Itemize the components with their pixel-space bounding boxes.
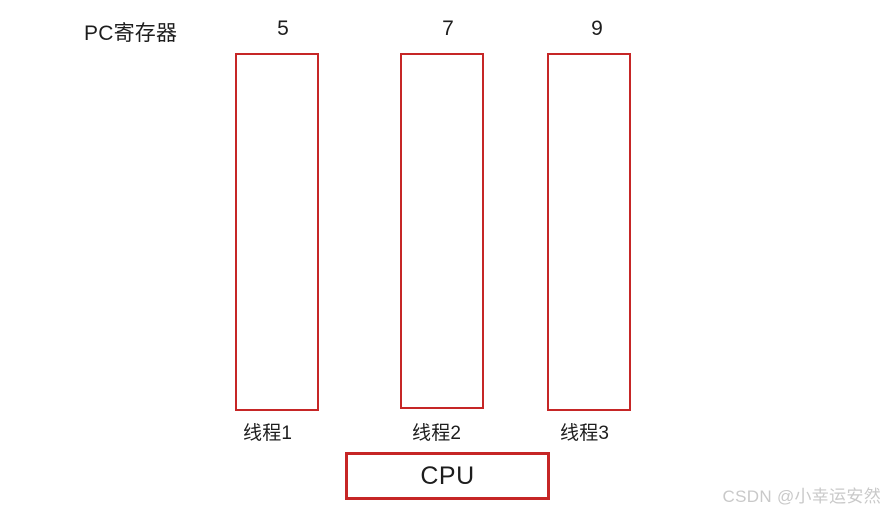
thread-stack-box-2 [400,53,484,409]
thread-label-2: 线程2 [412,423,462,444]
pc-value-thread-2: 7 [442,17,454,40]
pc-value-thread-1: 5 [277,17,289,40]
cpu-label: CPU [420,461,475,490]
watermark: CSDN @小幸运安然 [722,487,881,506]
thread-label-3: 线程3 [560,423,610,444]
pc-value-thread-3: 9 [591,17,603,40]
cpu-box: CPU [345,452,550,500]
thread-label-1: 线程1 [243,423,293,444]
thread-stack-box-1 [235,53,319,411]
thread-stack-box-3 [547,53,631,411]
page-title: PC寄存器 [84,22,178,45]
